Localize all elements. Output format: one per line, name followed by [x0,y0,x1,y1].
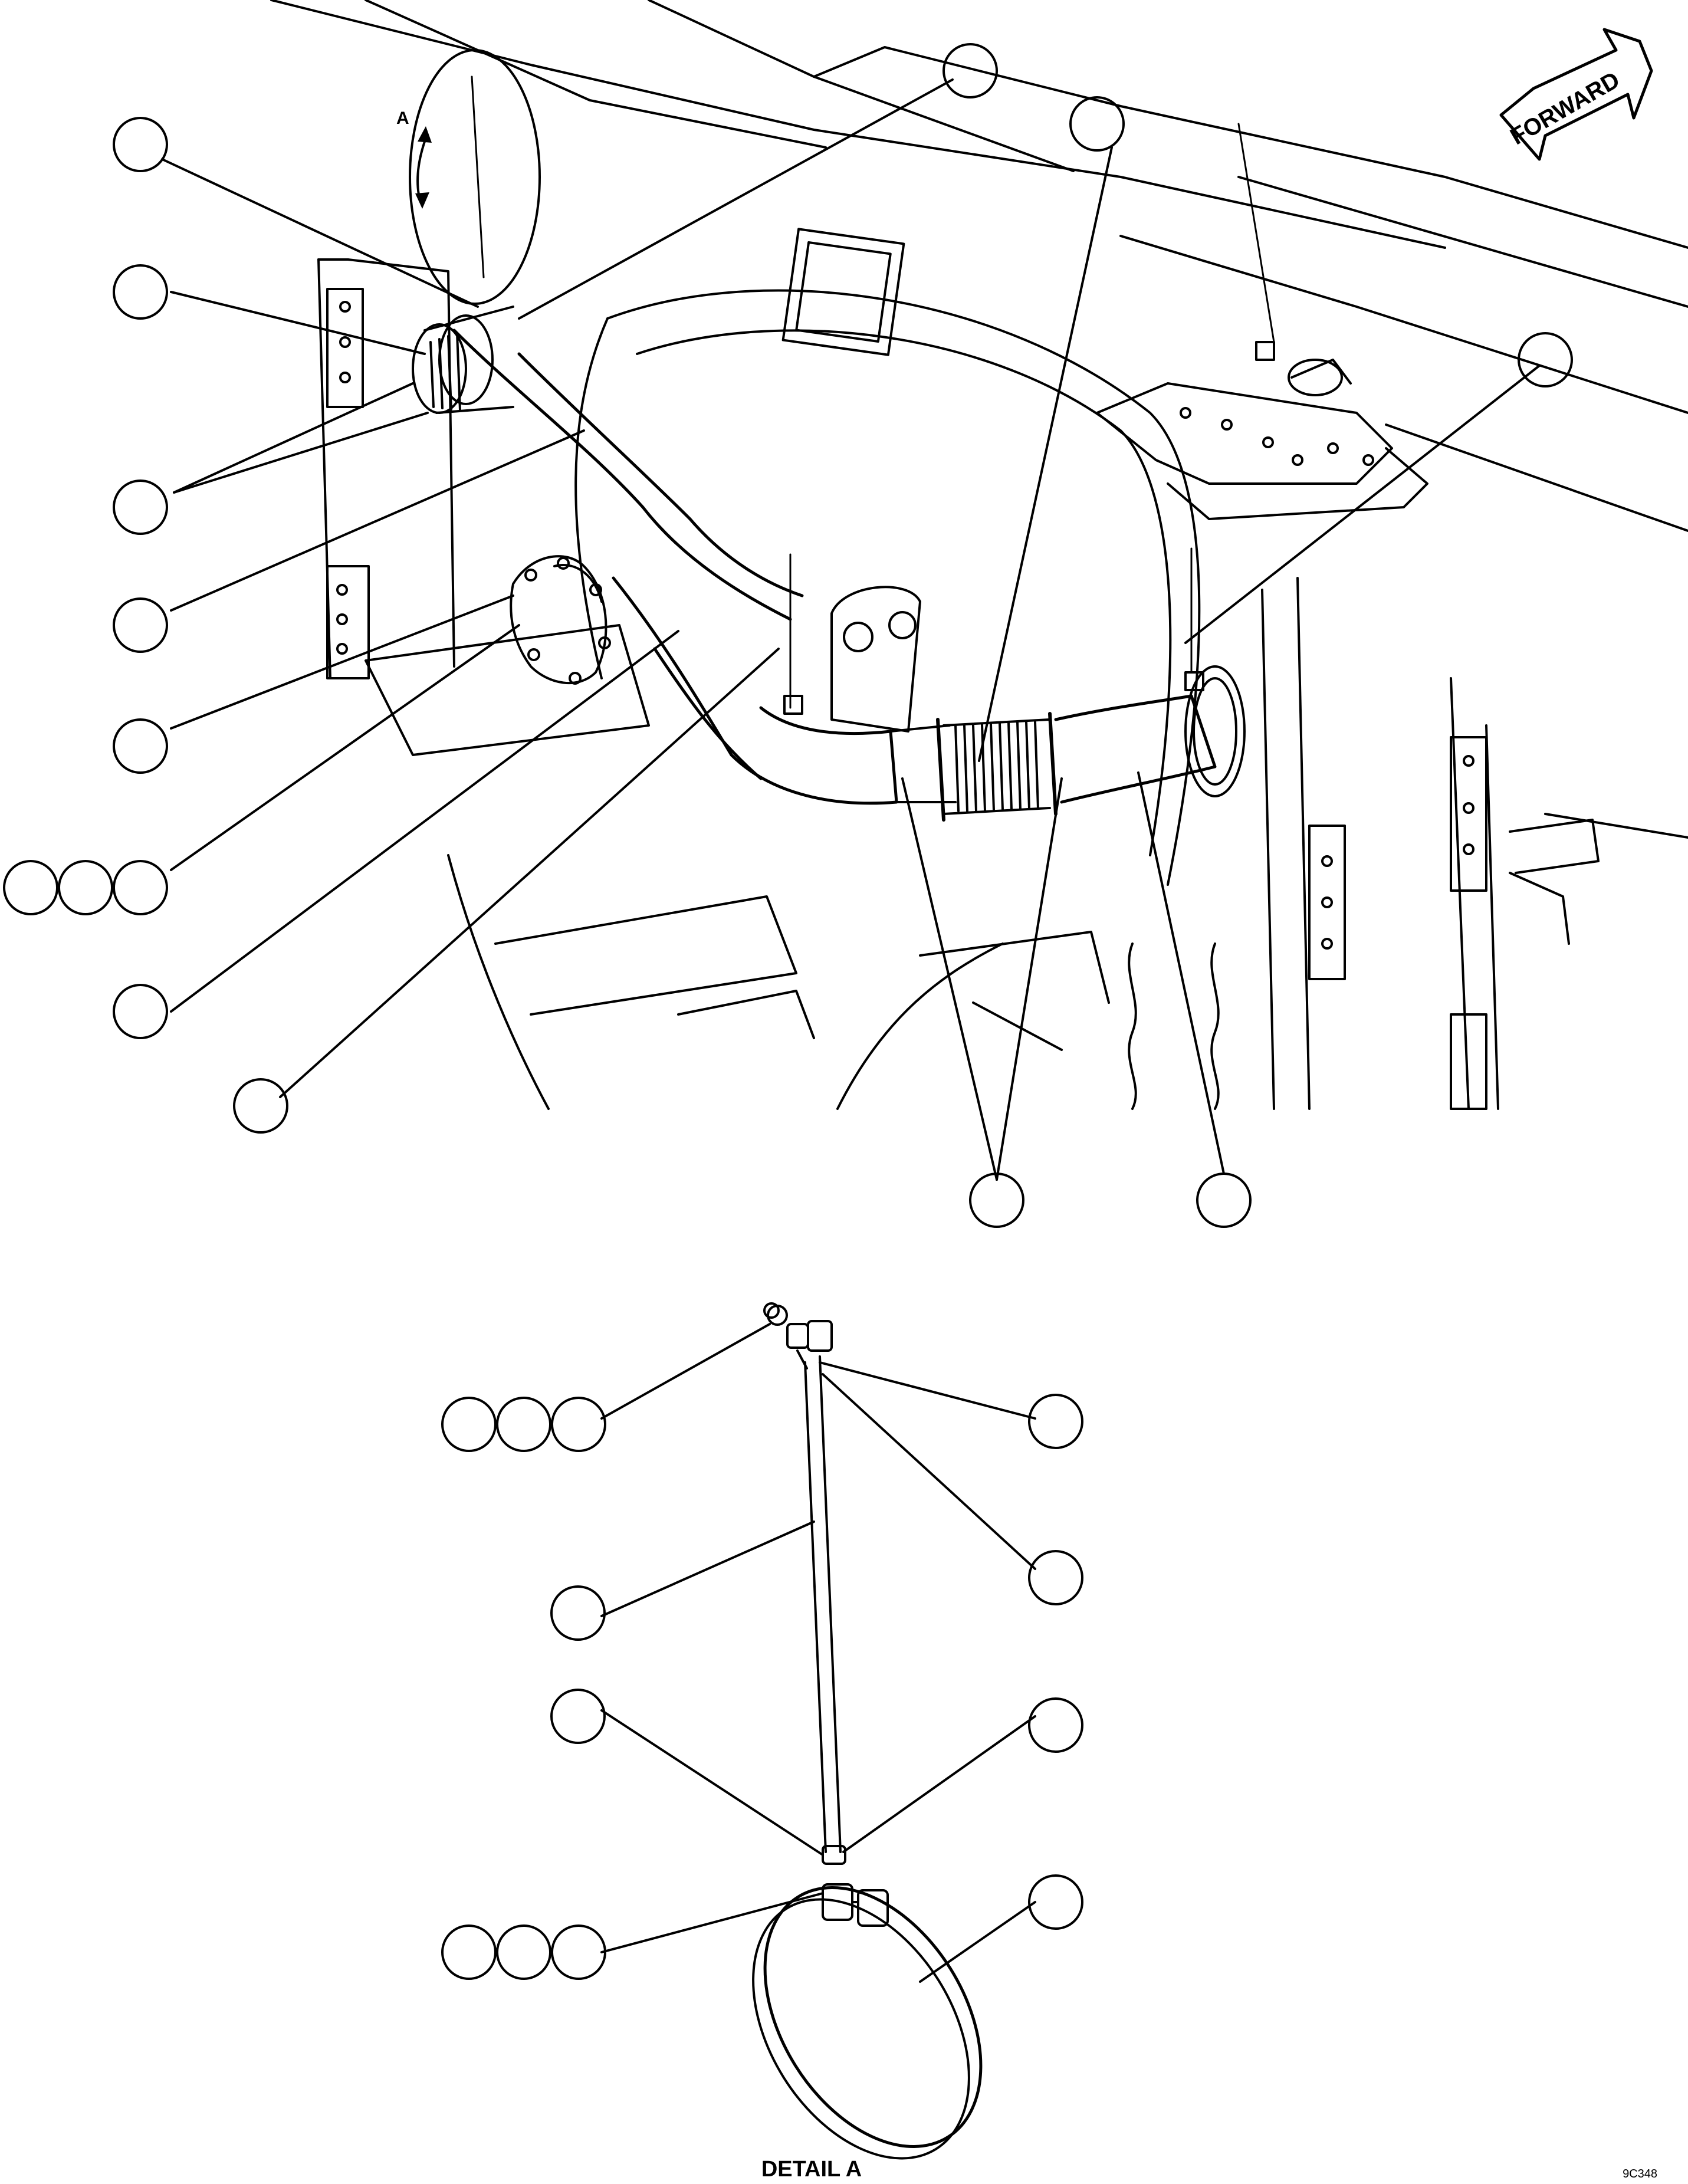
callout-circle [1518,332,1573,387]
main-callout-circles [3,43,1573,1228]
callout-circle [233,1078,288,1134]
callout-circle [3,860,58,915]
callout-circle [1028,1874,1083,1930]
detail-callout-circles [441,1394,1083,1980]
outlet-flange [510,555,611,685]
forward-arrow-icon [1499,28,1653,161]
callout-circle [1028,1394,1083,1449]
callout-circle [113,597,168,653]
callout-circle [58,860,113,915]
callout-circle [551,1924,606,1980]
callout-circle [496,1397,551,1452]
callout-circle [551,1397,606,1452]
detail-caption: DETAIL A [761,2157,862,2182]
callout-circle [1028,1550,1083,1605]
callout-circle [441,1397,497,1452]
main-leader-lines [161,78,1541,1181]
callout-circle [1196,1173,1252,1228]
view-letter: A [396,109,409,128]
frame-structure [270,0,1688,1110]
flex-connector-right [936,712,1058,822]
flex-connector-left [412,306,514,414]
callout-circle [113,264,168,320]
detail-leader-lines [600,1323,1036,1983]
callout-circle [113,984,168,1039]
callout-circle [550,1585,606,1641]
detail-a-rotation-arrow [416,140,426,196]
exhaust-pipe-assembly [412,75,1352,822]
callout-circle [1069,96,1125,152]
detail-a-view-circle [409,49,541,305]
figure-code: 9C348 [1623,2167,1657,2180]
callout-circle [496,1924,551,1980]
callout-circle [113,117,168,172]
callout-circle [550,1689,606,1744]
detail-a-hanger [752,1302,983,2160]
callout-circle [1028,1697,1083,1753]
callout-circle [113,480,168,535]
callout-circle [113,860,168,915]
callout-circle [969,1173,1024,1228]
forward-label: FORWARD [1506,67,1624,150]
callout-circle [942,43,998,98]
callout-circle [441,1924,497,1980]
callout-circle [113,718,168,774]
